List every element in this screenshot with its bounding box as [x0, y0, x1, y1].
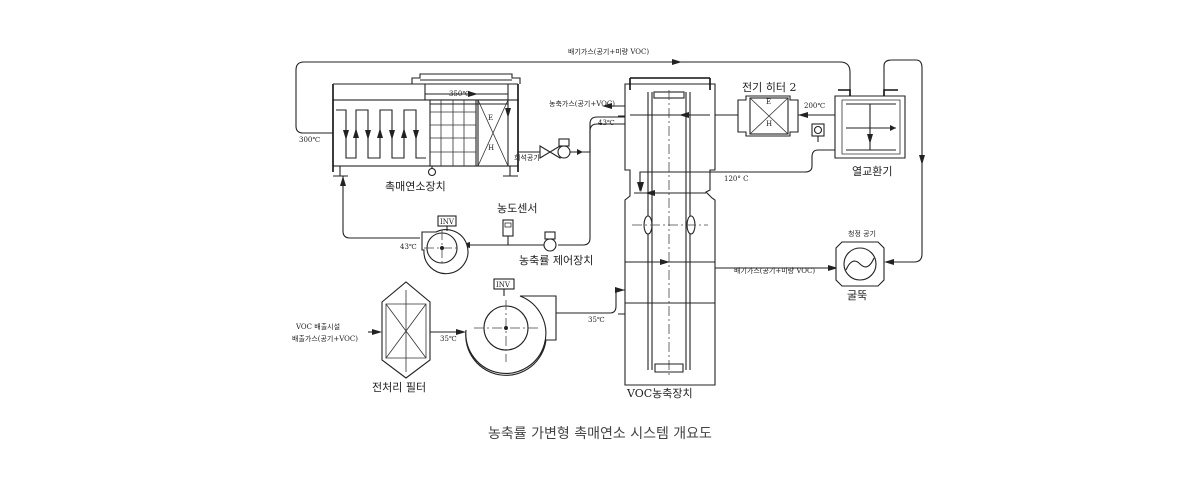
diagram-caption: 농축률 가변형 촉매연소 시스템 개요도: [488, 426, 712, 442]
temp-300: 300℃: [299, 136, 320, 144]
conc-gas-label: 농축가스(공기+VOC): [549, 99, 615, 108]
concentration-sensor: [502, 219, 514, 245]
concentration-controller-label: 농축률 제어장치: [519, 254, 593, 267]
voc-concentrator: [618, 77, 716, 386]
temp-35-filter: 35℃: [440, 335, 457, 343]
clean-air-label: 청정 공기: [848, 229, 876, 238]
heat-exchanger-label: 열교환기: [852, 165, 892, 178]
heat-exchanger-to-stack-line: [883, 59, 925, 265]
exhaust-right-label: 배기가스(공기+미량 VOC): [734, 266, 815, 275]
temp-120: 120° C: [724, 175, 748, 183]
stack: [715, 241, 885, 287]
pre-filter: [381, 281, 431, 379]
electric-heater-label: 전기 히터 2: [742, 80, 796, 94]
pre-filter-label: 전처리 필터: [372, 381, 426, 394]
concentrate-loop-line: [340, 123, 625, 252]
temp-200: 200℃: [804, 102, 825, 110]
catalyst-h-label: H: [488, 144, 494, 152]
voc-concentrator-label: VOC농축장치: [626, 387, 693, 400]
temp-43-fan: 43℃: [400, 243, 417, 251]
temp-350: 350℃: [449, 90, 470, 98]
recirculation-fan: [421, 215, 469, 275]
dilution-air-line: [518, 116, 625, 159]
heat-exchanger: [834, 89, 906, 159]
concentration-sensor-label: 농도센서: [497, 202, 537, 215]
voc-source-line: [368, 329, 382, 335]
voc-source-label-1: VOC 배출시설: [295, 322, 340, 331]
stack-label: 굴뚝: [847, 289, 867, 302]
catalyst-e-label: E: [488, 114, 493, 122]
fan-to-concentrator-line: [556, 287, 625, 314]
concentrated-gas-line: [602, 103, 625, 109]
main-fan: [465, 278, 557, 376]
catalytic-unit-label: 촉매연소장치: [385, 180, 446, 193]
hot-air-return-line: [637, 149, 835, 192]
temp-43-conc: 43℃: [598, 119, 615, 127]
catalytic-combustion-unit: [332, 73, 521, 177]
inv-label-2: INV: [496, 281, 511, 289]
exhaust-return-line: [295, 59, 851, 134]
exhaust-top-label: 배기가스(공기+미량 VOC): [568, 47, 649, 56]
electric-heater-2: [715, 95, 835, 142]
dilution-air-label: 희석공기: [514, 153, 540, 162]
heater-h-label: H: [766, 120, 772, 128]
heater-e-label: E: [766, 98, 771, 106]
voc-source-label-2: 배출가스(공기+VOC): [292, 334, 358, 343]
temp-35-fan: 35℃: [588, 316, 605, 324]
inv-label-1: INV: [440, 218, 455, 226]
filter-to-fan-line: [430, 329, 466, 335]
